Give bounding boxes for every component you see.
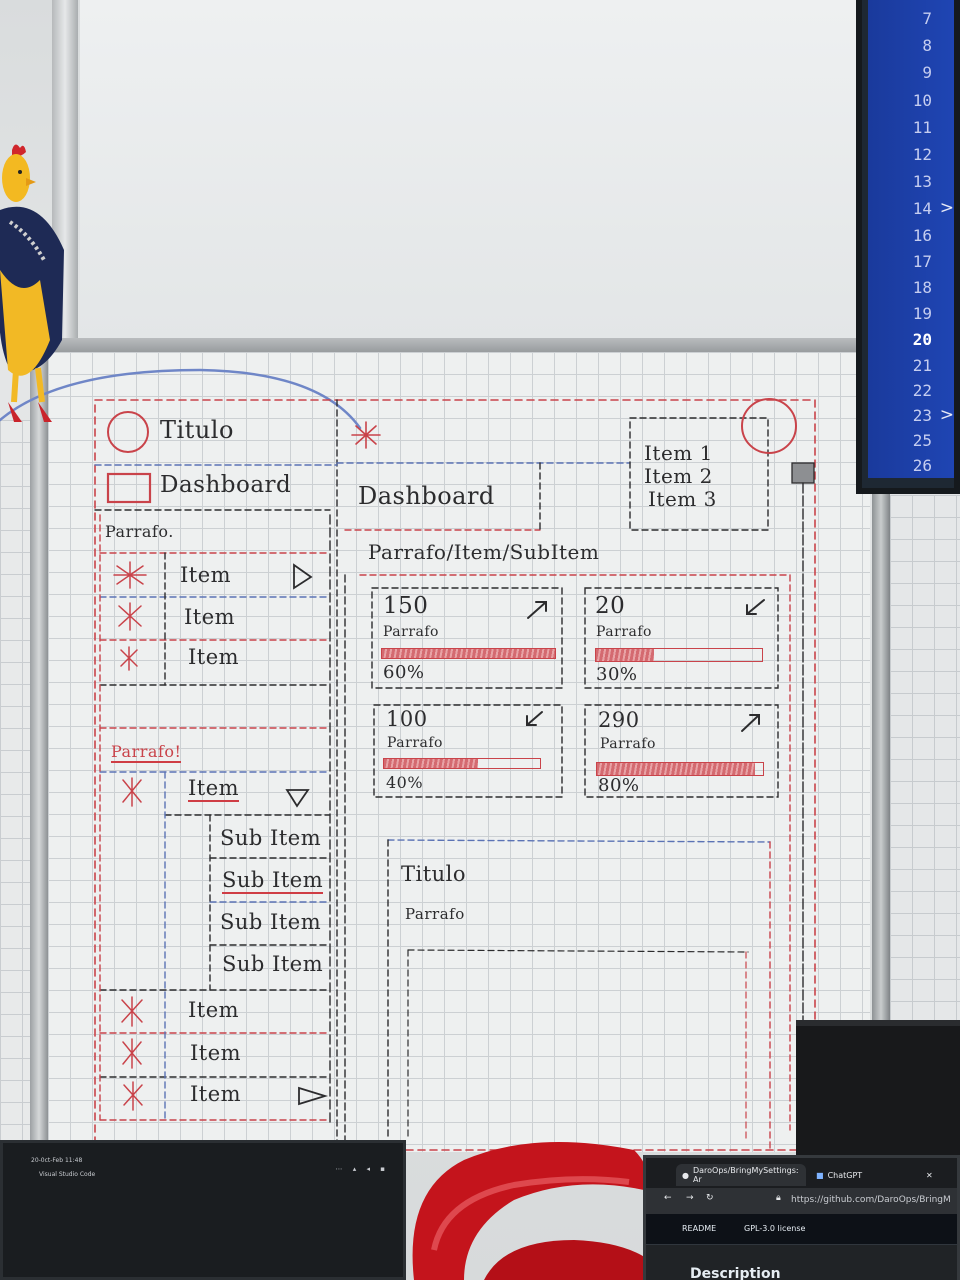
card-4-percent: 80% bbox=[598, 775, 640, 796]
sketch-dropdown-item-1: Item 1 bbox=[644, 441, 713, 465]
card-1-percent: 60% bbox=[383, 662, 425, 683]
rubber-chicken bbox=[0, 144, 64, 422]
fold-chevron-icon[interactable]: > bbox=[939, 405, 954, 425]
tab-github-label: DaroOps/BringMySettings: Ar bbox=[692, 1166, 799, 1184]
sketch-dropdown-item-2: Item 2 bbox=[644, 464, 713, 488]
line-number: 17 bbox=[912, 252, 932, 271]
line-number: 10 bbox=[912, 91, 932, 110]
card-2-label: Parrafo bbox=[596, 624, 652, 640]
sketch-panel-title: Titulo bbox=[401, 862, 467, 886]
card-3-label: Parrafo bbox=[387, 735, 443, 751]
line-number: 22 bbox=[912, 381, 932, 400]
right-post bbox=[872, 490, 890, 1020]
card-3-percent: 40% bbox=[386, 773, 424, 792]
card-2-percent: 30% bbox=[596, 664, 638, 685]
sketch-sub-item-1: Sub Item bbox=[220, 826, 322, 850]
sketch-item-1: Item bbox=[180, 563, 232, 587]
laptop-left: 20-0ct-Feb 11:48 Visual Studio Code ⋯ ▴ … bbox=[0, 1140, 406, 1280]
line-number: 13 bbox=[912, 172, 932, 191]
github-icon: ● bbox=[682, 1170, 689, 1180]
line-number: 26 bbox=[912, 456, 932, 475]
laptop-app-name: Visual Studio Code bbox=[39, 1171, 96, 1178]
lock-icon: 🔒︎ bbox=[776, 1193, 781, 1203]
tab-github[interactable]: ● DaroOps/BringMySettings: Ar bbox=[676, 1164, 806, 1186]
line-number: 25 bbox=[912, 431, 932, 450]
tab-bar: ● DaroOps/BringMySettings: Ar ■ ChatGPT … bbox=[646, 1158, 957, 1188]
line-number: 14 bbox=[912, 199, 932, 218]
line-number: 16 bbox=[912, 226, 932, 245]
system-tray-icons: ⋯ ▴ ◂ ▪ bbox=[335, 1165, 389, 1173]
card-3-value: 100 bbox=[386, 707, 428, 731]
sketch-item-3: Item bbox=[188, 645, 240, 669]
wall-left bbox=[0, 420, 34, 1140]
red-chair bbox=[412, 1142, 649, 1280]
sketch-sub-item-2: Sub Item bbox=[222, 868, 324, 894]
card-1-label: Parrafo bbox=[383, 624, 439, 640]
back-icon[interactable]: ← bbox=[664, 1193, 672, 1203]
repo-nav: README GPL-3.0 license bbox=[646, 1214, 957, 1245]
tab-chatgpt[interactable]: ■ ChatGPT bbox=[810, 1164, 920, 1186]
upper-whiteboard bbox=[80, 0, 864, 340]
card-1-progress bbox=[381, 648, 556, 659]
readme-tab[interactable]: README bbox=[682, 1224, 717, 1233]
line-number: 7 bbox=[922, 9, 932, 28]
sketch-breadcrumb: Parrafo/Item/SubItem bbox=[368, 540, 600, 564]
sketch-item-5: Item bbox=[190, 1041, 242, 1065]
line-number: 23 bbox=[912, 406, 932, 425]
line-number: 11 bbox=[912, 118, 932, 137]
sketch-item-2: Item bbox=[184, 605, 236, 629]
sketch-sub-item-4: Sub Item bbox=[222, 952, 324, 976]
forward-icon[interactable]: → bbox=[686, 1193, 694, 1203]
active-line-number: 20 bbox=[912, 330, 932, 349]
card-1-value: 150 bbox=[383, 593, 429, 619]
close-tab-icon[interactable]: ✕ bbox=[926, 1170, 933, 1180]
card-2-progress bbox=[595, 648, 763, 662]
license-tab[interactable]: GPL-3.0 license bbox=[744, 1224, 806, 1233]
sketch-section1-label: Parrafo. bbox=[105, 522, 174, 541]
sketch-sidebar-title: Titulo bbox=[160, 416, 234, 444]
card-4-progress bbox=[596, 762, 764, 776]
line-number-gutter: 7 8 9 10 11 12 13 14 > 16 17 18 19 20 21… bbox=[868, 0, 954, 478]
sketch-item-4: Item bbox=[188, 998, 240, 1022]
url-field[interactable]: https://github.com/DaroOps/BringM bbox=[791, 1195, 951, 1205]
left-post bbox=[30, 350, 48, 1140]
line-number: 12 bbox=[912, 145, 932, 164]
line-number: 21 bbox=[912, 356, 932, 375]
description-heading: Description bbox=[690, 1266, 781, 1280]
browser-window: ● DaroOps/BringMySettings: Ar ■ ChatGPT … bbox=[643, 1155, 960, 1280]
address-bar: ← → ↻ 🔒︎ https://github.com/DaroOps/Brin… bbox=[646, 1188, 957, 1214]
sketch-panel-text: Parrafo bbox=[405, 905, 465, 923]
card-3-progress bbox=[383, 758, 541, 769]
sketch-item-6: Item bbox=[190, 1082, 242, 1106]
sketch-sub-item-3: Sub Item bbox=[220, 910, 322, 934]
reload-icon[interactable]: ↻ bbox=[706, 1193, 714, 1203]
line-number: 18 bbox=[912, 278, 932, 297]
marker-tray bbox=[40, 338, 860, 356]
code-editor-monitor: 7 8 9 10 11 12 13 14 > 16 17 18 19 20 21… bbox=[856, 0, 960, 494]
line-number: 19 bbox=[912, 304, 932, 323]
laptop-clock: 20-0ct-Feb 11:48 bbox=[31, 1157, 83, 1164]
line-number: 9 bbox=[922, 63, 932, 82]
wall-right bbox=[890, 495, 960, 1035]
sketch-dropdown-item-3: Item 3 bbox=[648, 487, 717, 511]
chatgpt-icon: ■ bbox=[816, 1170, 824, 1180]
line-number: 8 bbox=[922, 36, 932, 55]
sketch-section2-label: Parrafo! bbox=[111, 742, 182, 763]
card-4-value: 290 bbox=[598, 708, 640, 732]
card-2-value: 20 bbox=[595, 593, 626, 619]
card-4-label: Parrafo bbox=[600, 736, 656, 752]
sketch-sidebar-dashboard: Dashboard bbox=[160, 472, 292, 498]
tab-chatgpt-label: ChatGPT bbox=[827, 1170, 863, 1180]
whiteboard bbox=[48, 352, 870, 1152]
monitor-back bbox=[796, 1020, 960, 1171]
fold-chevron-icon[interactable]: > bbox=[939, 198, 954, 218]
sketch-page-title: Dashboard bbox=[358, 482, 495, 510]
sketch-item-expanded: Item bbox=[188, 776, 240, 802]
